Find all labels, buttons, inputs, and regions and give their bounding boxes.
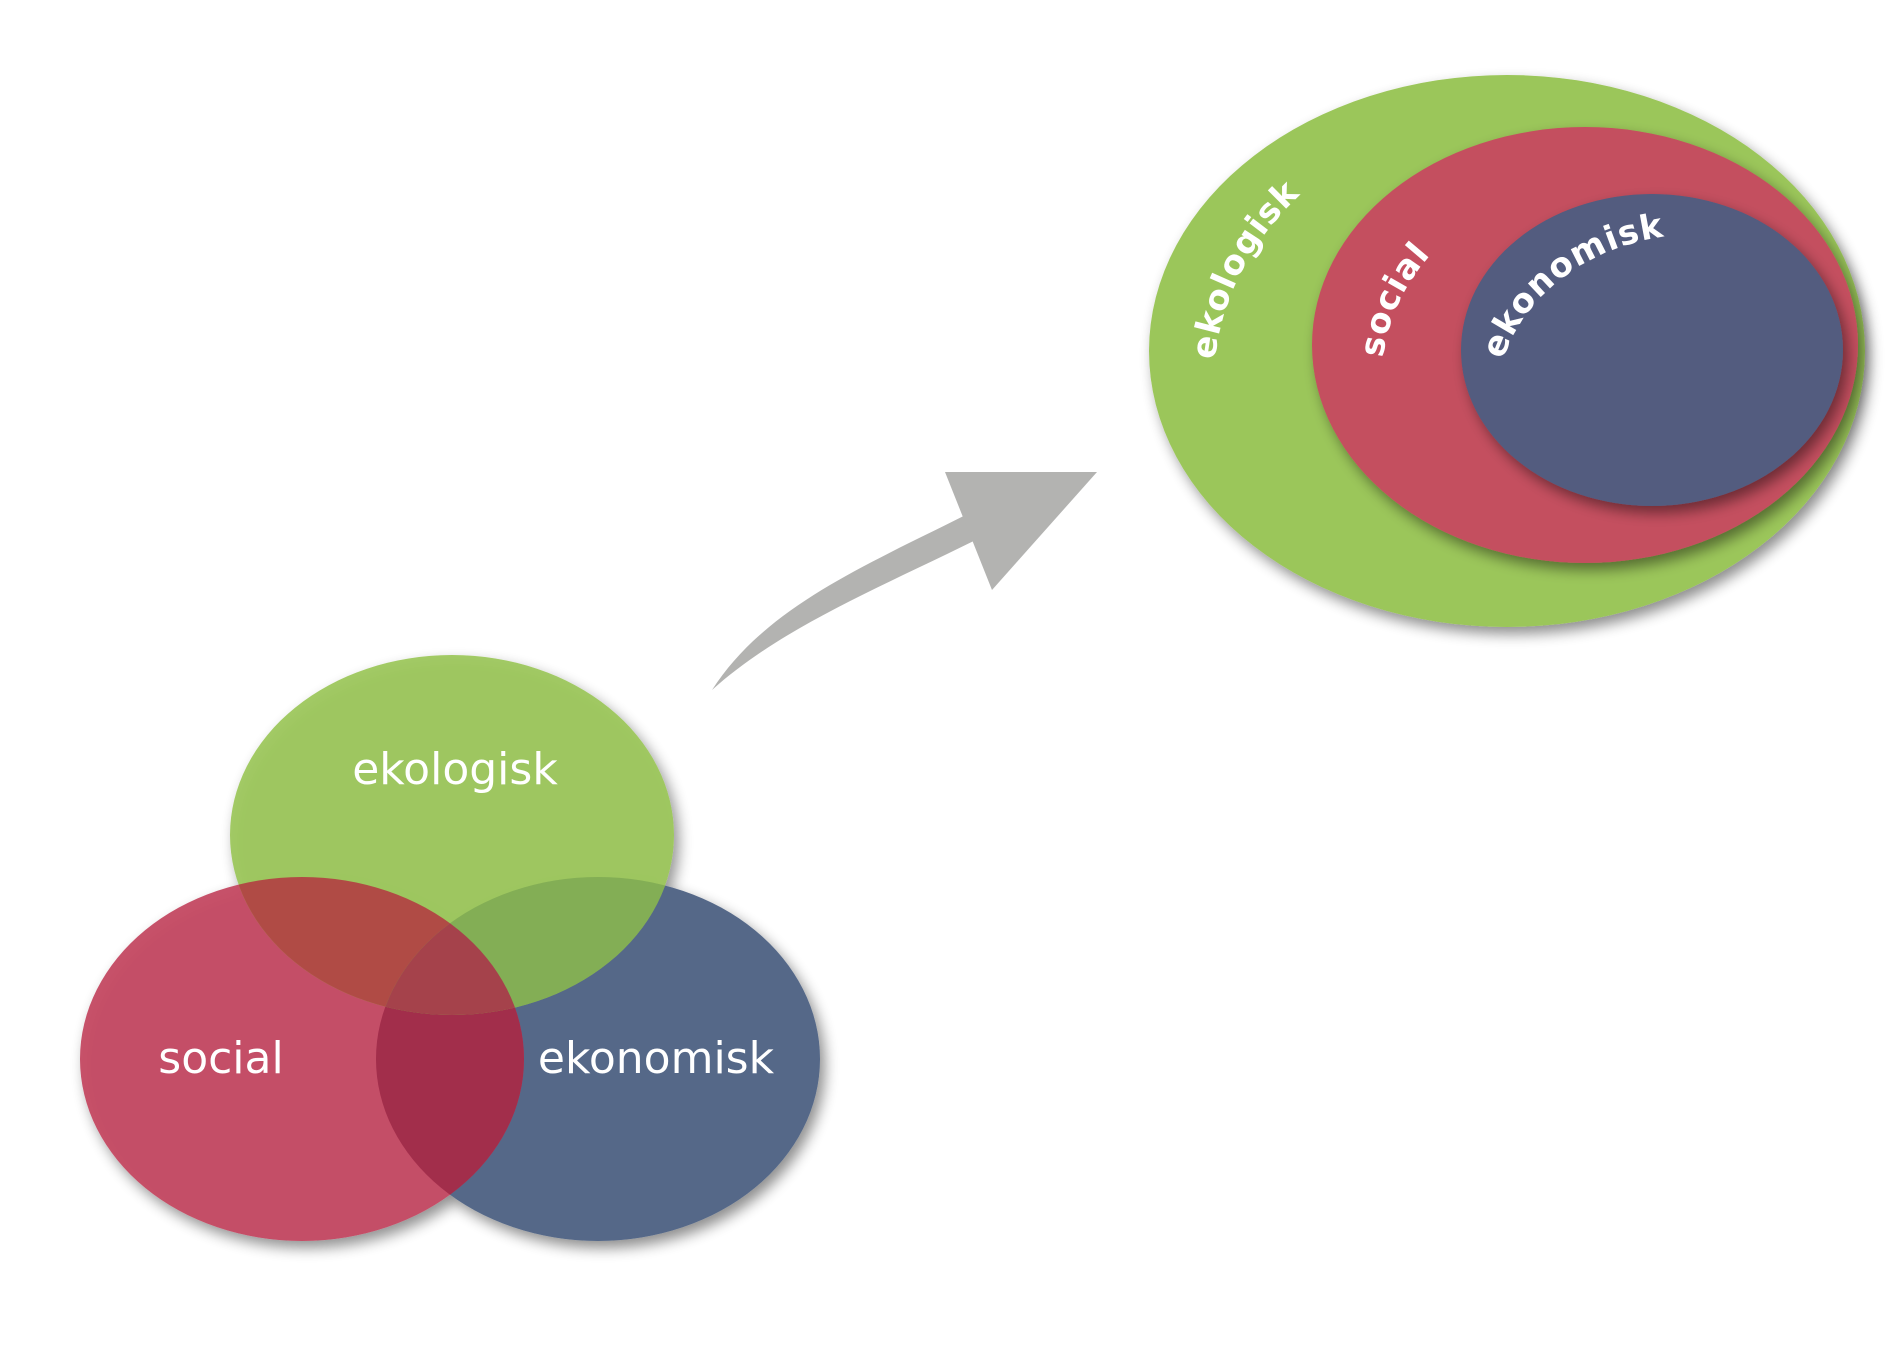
venn-social-label: social	[158, 1033, 283, 1084]
venn-diagram	[80, 655, 820, 1241]
nested-diagram	[1149, 75, 1865, 627]
venn-ekologisk-ekonomisk-overlap	[376, 877, 674, 1015]
arrow-shaft	[712, 500, 1005, 690]
venn-ekologisk-label: ekologisk	[352, 744, 558, 795]
nested-ekonomisk-circle	[1461, 194, 1843, 506]
venn-social-ekologisk-overlap	[230, 877, 524, 1015]
arrow-head	[945, 472, 1097, 590]
transition-arrow	[712, 472, 1097, 690]
venn-ekonomisk-label: ekonomisk	[538, 1033, 775, 1084]
